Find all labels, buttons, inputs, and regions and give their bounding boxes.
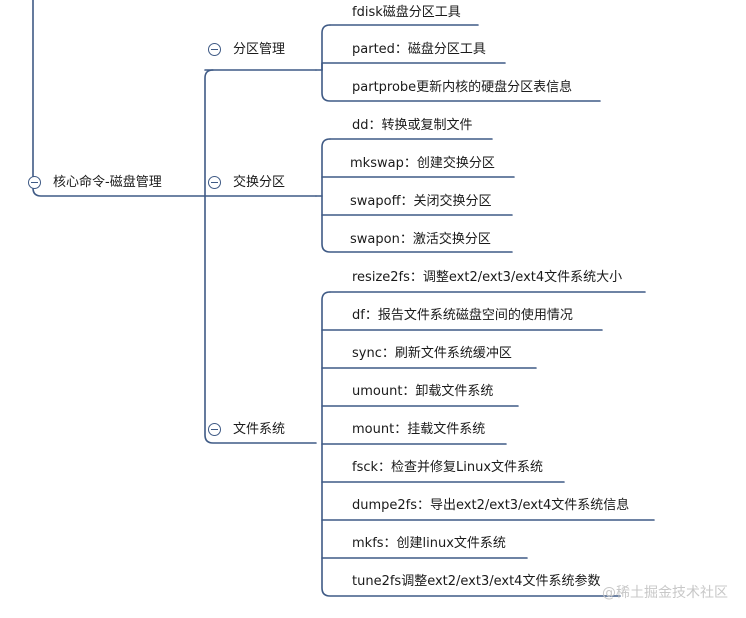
fs-spine — [321, 291, 621, 597]
collapse-icon-partition[interactable] — [208, 43, 221, 56]
leaf-mkfs[interactable]: mkfs：创建linux文件系统 — [352, 536, 506, 551]
leaf-fsck[interactable]: fsck：检查并修复Linux文件系统 — [352, 460, 544, 475]
leaf-partprobe[interactable]: partprobe更新内核的硬盘分区表信息 — [352, 80, 573, 95]
leaf-dd[interactable]: dd：转换或复制文件 — [352, 118, 473, 133]
leaf-mkswap[interactable]: mkswap：创建交换分区 — [350, 156, 495, 171]
branch-filesystem[interactable]: 文件系统 — [233, 422, 286, 437]
leaf-swapon[interactable]: swapon：激活交换分区 — [350, 232, 491, 247]
leaf-dumpe2fs[interactable]: dumpe2fs：导出ext2/ext3/ext4文件系统信息 — [352, 498, 630, 513]
branch-spine — [204, 69, 317, 444]
leaf-mount[interactable]: mount：挂载文件系统 — [352, 422, 486, 437]
collapse-icon-root[interactable] — [28, 176, 41, 189]
root-node[interactable]: 核心命令-磁盘管理 — [53, 175, 162, 190]
root-connector — [32, 0, 206, 197]
partition-spine — [321, 24, 601, 102]
swap-spine — [321, 138, 513, 253]
leaf-df[interactable]: df：报告文件系统磁盘空间的使用情况 — [352, 308, 573, 323]
leaf-swapoff[interactable]: swapoff：关闭交换分区 — [350, 194, 492, 209]
leaf-parted[interactable]: parted：磁盘分区工具 — [352, 42, 486, 57]
leaf-fdisk[interactable]: fdisk磁盘分区工具 — [352, 5, 461, 20]
branch-swap[interactable]: 交换分区 — [233, 175, 286, 190]
watermark: @稀土掘金技术社区 — [602, 585, 728, 601]
leaf-resize2fs[interactable]: resize2fs：调整ext2/ext3/ext4文件系统大小 — [352, 270, 623, 285]
collapse-icon-swap[interactable] — [208, 176, 221, 189]
leaf-tune2fs[interactable]: tune2fs调整ext2/ext3/ext4文件系统参数 — [352, 574, 601, 589]
leaf-umount[interactable]: umount：卸载文件系统 — [352, 384, 494, 399]
collapse-icon-fs[interactable] — [208, 423, 221, 436]
leaf-sync[interactable]: sync：刷新文件系统缓冲区 — [352, 346, 512, 361]
branch-partition[interactable]: 分区管理 — [233, 42, 286, 57]
